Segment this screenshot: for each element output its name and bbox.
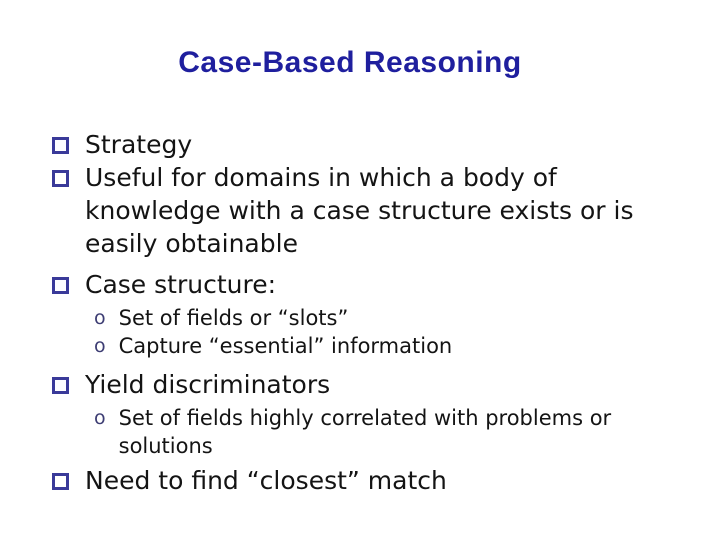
bullet-item: Need to find “closest” match: [52, 464, 692, 497]
sub-bullet-text: Set of fields highly correlated with pro…: [118, 406, 612, 458]
sub-bullet-text: Set of fields or “slots”: [118, 306, 349, 330]
bullet-text: Need to find “closest” match: [85, 466, 447, 495]
square-bullet-icon: [52, 137, 69, 154]
bullet-item: Strategy: [52, 128, 692, 161]
o-bullet-icon: o: [94, 307, 106, 329]
sub-bullet-item: o Set of fields highly correlated with p…: [94, 404, 692, 460]
bullet-text: Yield discriminators: [85, 370, 331, 399]
o-bullet-icon: o: [94, 407, 106, 429]
bullet-text: Case structure:: [85, 270, 277, 299]
square-bullet-icon: [52, 377, 69, 394]
bullet-item: Useful for domains in which a body of kn…: [52, 161, 692, 260]
slide-title: Case-Based Reasoning: [178, 46, 522, 79]
square-bullet-icon: [52, 277, 69, 294]
square-bullet-icon: [52, 473, 69, 490]
bullet-item: Case structure:: [52, 268, 692, 301]
bullet-item: Yield discriminators: [52, 368, 692, 401]
sub-bullet-item: o Capture “essential” information: [94, 332, 692, 360]
slide-body: Strategy Useful for domains in which a b…: [52, 128, 692, 497]
bullet-text: Strategy: [85, 130, 193, 159]
bullet-text: Useful for domains in which a body of kn…: [85, 163, 634, 258]
sub-bullet-item: o Set of fields or “slots”: [94, 304, 692, 332]
square-bullet-icon: [52, 170, 69, 187]
o-bullet-icon: o: [94, 335, 106, 357]
sub-bullet-text: Capture “essential” information: [118, 334, 453, 358]
